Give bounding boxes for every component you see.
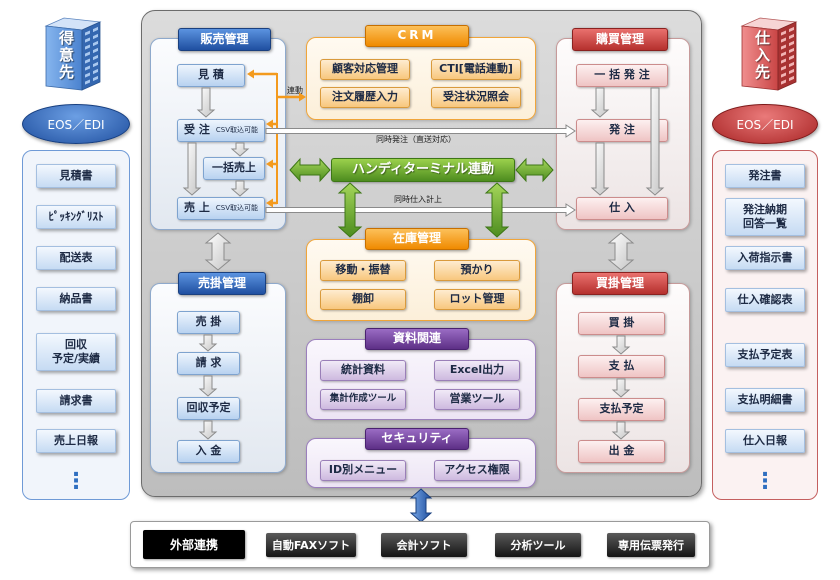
- supplier-doc-item: 仕入日報: [725, 429, 805, 453]
- order-label: 受 注: [184, 123, 210, 137]
- sales-box: 売 上 CSV取込可能: [177, 197, 265, 220]
- receivable-item: 請 求: [177, 352, 240, 375]
- crm-item: 受注状況照会: [431, 87, 521, 108]
- payable-item: 支払予定: [578, 398, 665, 421]
- supplier-doc-item: 仕入確認表: [725, 288, 805, 312]
- simultaneous-order-label: 同時発注（直送対応）: [376, 135, 456, 144]
- inventory-title: 在庫管理: [365, 228, 469, 250]
- sales-management-title: 販売管理: [178, 28, 271, 51]
- payable-item: 出 金: [578, 440, 665, 463]
- inventory-item: ロット管理: [434, 289, 520, 310]
- customer-doc-item: ﾋﾟｯｷﾝｸﾞﾘｽﾄ: [36, 205, 116, 229]
- payables-title: 買掛管理: [572, 272, 668, 295]
- reports-item: 集計作成ツール: [320, 389, 406, 410]
- customer-doc-item: 回収 予定/実績: [36, 333, 116, 371]
- supplier-eos-edi-badge: EOS／EDI: [712, 104, 818, 144]
- receivable-item: 売 掛: [177, 311, 240, 334]
- inventory-item: 移動・振替: [320, 260, 406, 281]
- external-tool-item: 専用伝票発行: [607, 533, 695, 557]
- supplier-more-ellipsis: ⋮: [754, 468, 776, 494]
- order-csv-note: CSV取込可能: [215, 126, 258, 135]
- supplier-building-icon: [740, 17, 798, 91]
- inventory-item: 棚卸: [320, 289, 406, 310]
- receivable-item: 回収予定: [177, 397, 240, 420]
- bulk-order-box: 一 括 発 注: [576, 64, 668, 87]
- customer-doc-item: 見積書: [36, 164, 116, 188]
- customer-eos-edi-badge: EOS／EDI: [22, 104, 130, 144]
- customer-doc-item: 納品書: [36, 287, 116, 311]
- external-tool-item: 会計ソフト: [381, 533, 467, 557]
- sales-label: 売 上: [184, 201, 210, 215]
- handy-terminal-bar: ハンディターミナル連動: [331, 158, 515, 182]
- bulk-sales-box: 一括売上: [203, 157, 265, 180]
- receivable-item: 入 金: [177, 440, 240, 463]
- estimate-box: 見 積: [177, 64, 245, 87]
- external-tool-item: 自動FAXソフト: [266, 533, 356, 557]
- receivables-title: 売掛管理: [178, 272, 266, 295]
- payable-item: 支 払: [578, 355, 665, 378]
- reports-item: 営業ツール: [434, 389, 520, 410]
- external-integration-title: 外部連携: [143, 530, 245, 559]
- customer-doc-item: 請求書: [36, 389, 116, 413]
- reports-item: Excel出力: [434, 360, 520, 381]
- supplier-doc-item: 発注納期 回答一覧: [725, 198, 805, 236]
- inventory-item: 預かり: [434, 260, 520, 281]
- supplier-label: 仕入先: [753, 30, 771, 81]
- simultaneous-purchase-label: 同時仕入計上: [394, 195, 442, 204]
- external-tool-item: 分析ツール: [495, 533, 581, 557]
- crm-item: 顧客対応管理: [320, 59, 410, 80]
- purchasing-title: 購買管理: [572, 28, 668, 51]
- crm-item: CTI[電話連動]: [431, 59, 521, 80]
- security-title: セキュリティ: [365, 428, 469, 450]
- order-box: 受 注 CSV取込可能: [177, 119, 265, 142]
- supplier-doc-item: 発注書: [725, 164, 805, 188]
- security-item: ID別メニュー: [320, 460, 406, 481]
- supplier-doc-item: 支払明細書: [725, 388, 805, 412]
- supplier-doc-item: 入荷指示書: [725, 246, 805, 270]
- customer-doc-item: 配送表: [36, 246, 116, 270]
- reports-title: 資料関連: [365, 328, 469, 350]
- customer-more-ellipsis: ⋮: [65, 468, 87, 494]
- security-item: アクセス権限: [434, 460, 520, 481]
- sales-csv-note: CSV取込可能: [215, 204, 258, 213]
- payable-item: 買 掛: [578, 312, 665, 335]
- customer-building-icon: [44, 17, 102, 91]
- customer-doc-item: 売上日報: [36, 429, 116, 453]
- purchase-box: 仕 入: [576, 197, 668, 220]
- crm-item: 注文履歴入力: [320, 87, 410, 108]
- customer-label: 得意先: [57, 30, 75, 81]
- supplier-doc-item: 支払予定表: [725, 343, 805, 367]
- purchase-order-box: 発 注: [576, 119, 668, 142]
- crm-title: CRM: [365, 25, 469, 47]
- crm-link-label: 連動: [287, 86, 303, 95]
- reports-item: 統計資料: [320, 360, 406, 381]
